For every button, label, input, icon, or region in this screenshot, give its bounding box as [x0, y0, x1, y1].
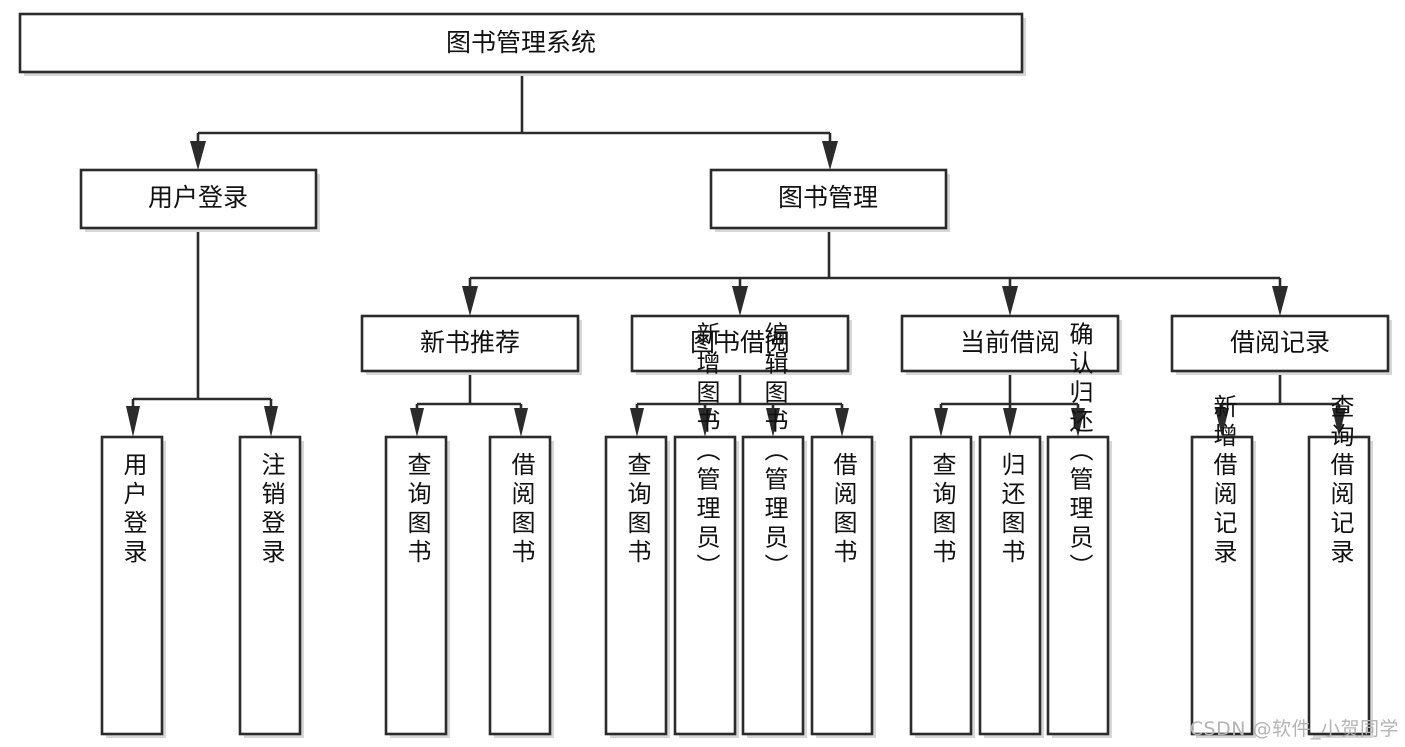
- connector-group-records: [1215, 375, 1346, 437]
- node-leaf4-box[interactable]: [488, 435, 552, 736]
- node-leaf1-label: 用户登录: [119, 452, 147, 568]
- arrow-head-bookmgmt: [822, 141, 838, 170]
- node-leaf12-label: 新增借阅记录: [1209, 394, 1237, 568]
- arrow-head-leaf6: [698, 408, 712, 437]
- node-leaf8[interactable]: 借阅图书: [810, 435, 876, 738]
- node-leaf10-box[interactable]: [978, 435, 1042, 736]
- connector-group-newbook: [410, 375, 528, 437]
- arrow-head-leaf11: [1071, 408, 1085, 437]
- arrow-head-leaf13: [1332, 408, 1346, 437]
- node-current-box[interactable]: [900, 314, 1120, 373]
- node-leaf10[interactable]: 归还图书: [978, 435, 1044, 738]
- node-login-label: 用户登录: [148, 183, 248, 212]
- node-leaf6[interactable]: 新增图书（管理员）: [673, 322, 739, 739]
- node-leaf8-label: 借阅图书: [829, 452, 857, 568]
- node-leaf5[interactable]: 查询图书: [604, 435, 670, 738]
- node-leaf9-label: 查询图书: [928, 452, 956, 568]
- node-leaf1-box[interactable]: [100, 435, 164, 736]
- arrow-head-leaf3: [410, 408, 424, 437]
- connector-group-login: [126, 232, 278, 437]
- node-leaf5-box[interactable]: [604, 435, 668, 736]
- node-leaf13-label: 查询借阅记录: [1326, 394, 1354, 568]
- node-leaf2[interactable]: 注销登录: [238, 435, 304, 738]
- node-leaf6-label: 新增图书（管理员）: [692, 322, 720, 583]
- node-records-box[interactable]: [1170, 314, 1390, 373]
- arrow-head-leaf12: [1215, 408, 1229, 437]
- node-bookmgmt-label: 图书管理: [778, 183, 878, 212]
- node-leaf8-box[interactable]: [810, 435, 874, 736]
- node-leaf12-box[interactable]: [1190, 435, 1254, 736]
- arrow-head-leaf10: [1003, 408, 1017, 437]
- arrow-head-leaf2: [264, 406, 278, 437]
- arrow-head-leaf4: [514, 408, 528, 437]
- node-leaf4-label: 借阅图书: [507, 452, 535, 568]
- arrow-head-records: [1272, 286, 1288, 316]
- node-leaf7[interactable]: 编辑图书（管理员）: [741, 322, 807, 739]
- arrow-head-leaf1: [126, 406, 140, 437]
- node-newbook-box[interactable]: [360, 314, 580, 373]
- node-leaf2-label: 注销登录: [257, 452, 285, 568]
- node-leaf3-box[interactable]: [384, 435, 448, 736]
- node-bookmgmt-box[interactable]: [709, 168, 948, 230]
- node-leaf3-label: 查询图书: [403, 452, 431, 568]
- node-borrow-box[interactable]: [630, 314, 850, 373]
- node-leaf11-box[interactable]: [1046, 435, 1110, 736]
- arrow-head-login: [190, 141, 206, 170]
- node-root-label: 图书管理系统: [446, 28, 596, 57]
- node-login[interactable]: 用户登录: [79, 168, 320, 232]
- arrow-head-current: [1002, 286, 1018, 316]
- node-current-label: 当前借阅: [960, 328, 1060, 357]
- node-login-box[interactable]: [79, 168, 318, 230]
- node-bookmgmt[interactable]: 图书管理: [709, 168, 950, 232]
- node-leaf7-box[interactable]: [741, 435, 805, 736]
- node-borrow-label: 图书借阅: [690, 328, 790, 357]
- node-leaf13[interactable]: 查询借阅记录: [1307, 394, 1373, 738]
- node-leaf6-box[interactable]: [673, 435, 737, 736]
- node-leaf3[interactable]: 查询图书: [384, 435, 450, 738]
- node-leaf13-box[interactable]: [1307, 435, 1371, 736]
- node-root-box[interactable]: [18, 12, 1024, 74]
- node-leaf2-box[interactable]: [238, 435, 302, 736]
- node-leaf1[interactable]: 用户登录: [100, 435, 166, 738]
- connector-group-bookmgmt: [462, 232, 1288, 316]
- node-leaf10-label: 归还图书: [997, 452, 1025, 568]
- connector-group-current: [934, 375, 1085, 437]
- node-leaf7-label: 编辑图书（管理员）: [760, 322, 788, 583]
- node-records-label: 借阅记录: [1230, 328, 1330, 357]
- node-newbook-label: 新书推荐: [420, 328, 520, 357]
- arrow-head-leaf5: [630, 408, 644, 437]
- node-root[interactable]: 图书管理系统: [18, 12, 1026, 76]
- arrow-head-borrow: [732, 286, 748, 316]
- node-leaf4[interactable]: 借阅图书: [488, 435, 554, 738]
- node-leaf11[interactable]: 确认归还（管理员）: [1046, 322, 1112, 739]
- arrow-head-newbook: [462, 286, 478, 316]
- node-leaf9-box[interactable]: [909, 435, 973, 736]
- node-records[interactable]: 借阅记录: [1170, 314, 1392, 375]
- node-leaf9[interactable]: 查询图书: [909, 435, 975, 738]
- arrow-head-leaf8: [835, 408, 849, 437]
- node-leaf11-label: 确认归还（管理员）: [1065, 322, 1093, 583]
- node-newbook[interactable]: 新书推荐: [360, 314, 582, 375]
- connector-group-borrow: [630, 375, 849, 437]
- node-leaf5-label: 查询图书: [623, 452, 651, 568]
- arrow-head-leaf7: [766, 408, 780, 437]
- node-current[interactable]: 当前借阅: [900, 314, 1122, 375]
- node-borrow[interactable]: 图书借阅: [630, 314, 852, 375]
- arrow-head-leaf9: [934, 408, 948, 437]
- node-leaf12[interactable]: 新增借阅记录: [1190, 394, 1256, 738]
- connector-group-root: [190, 76, 838, 170]
